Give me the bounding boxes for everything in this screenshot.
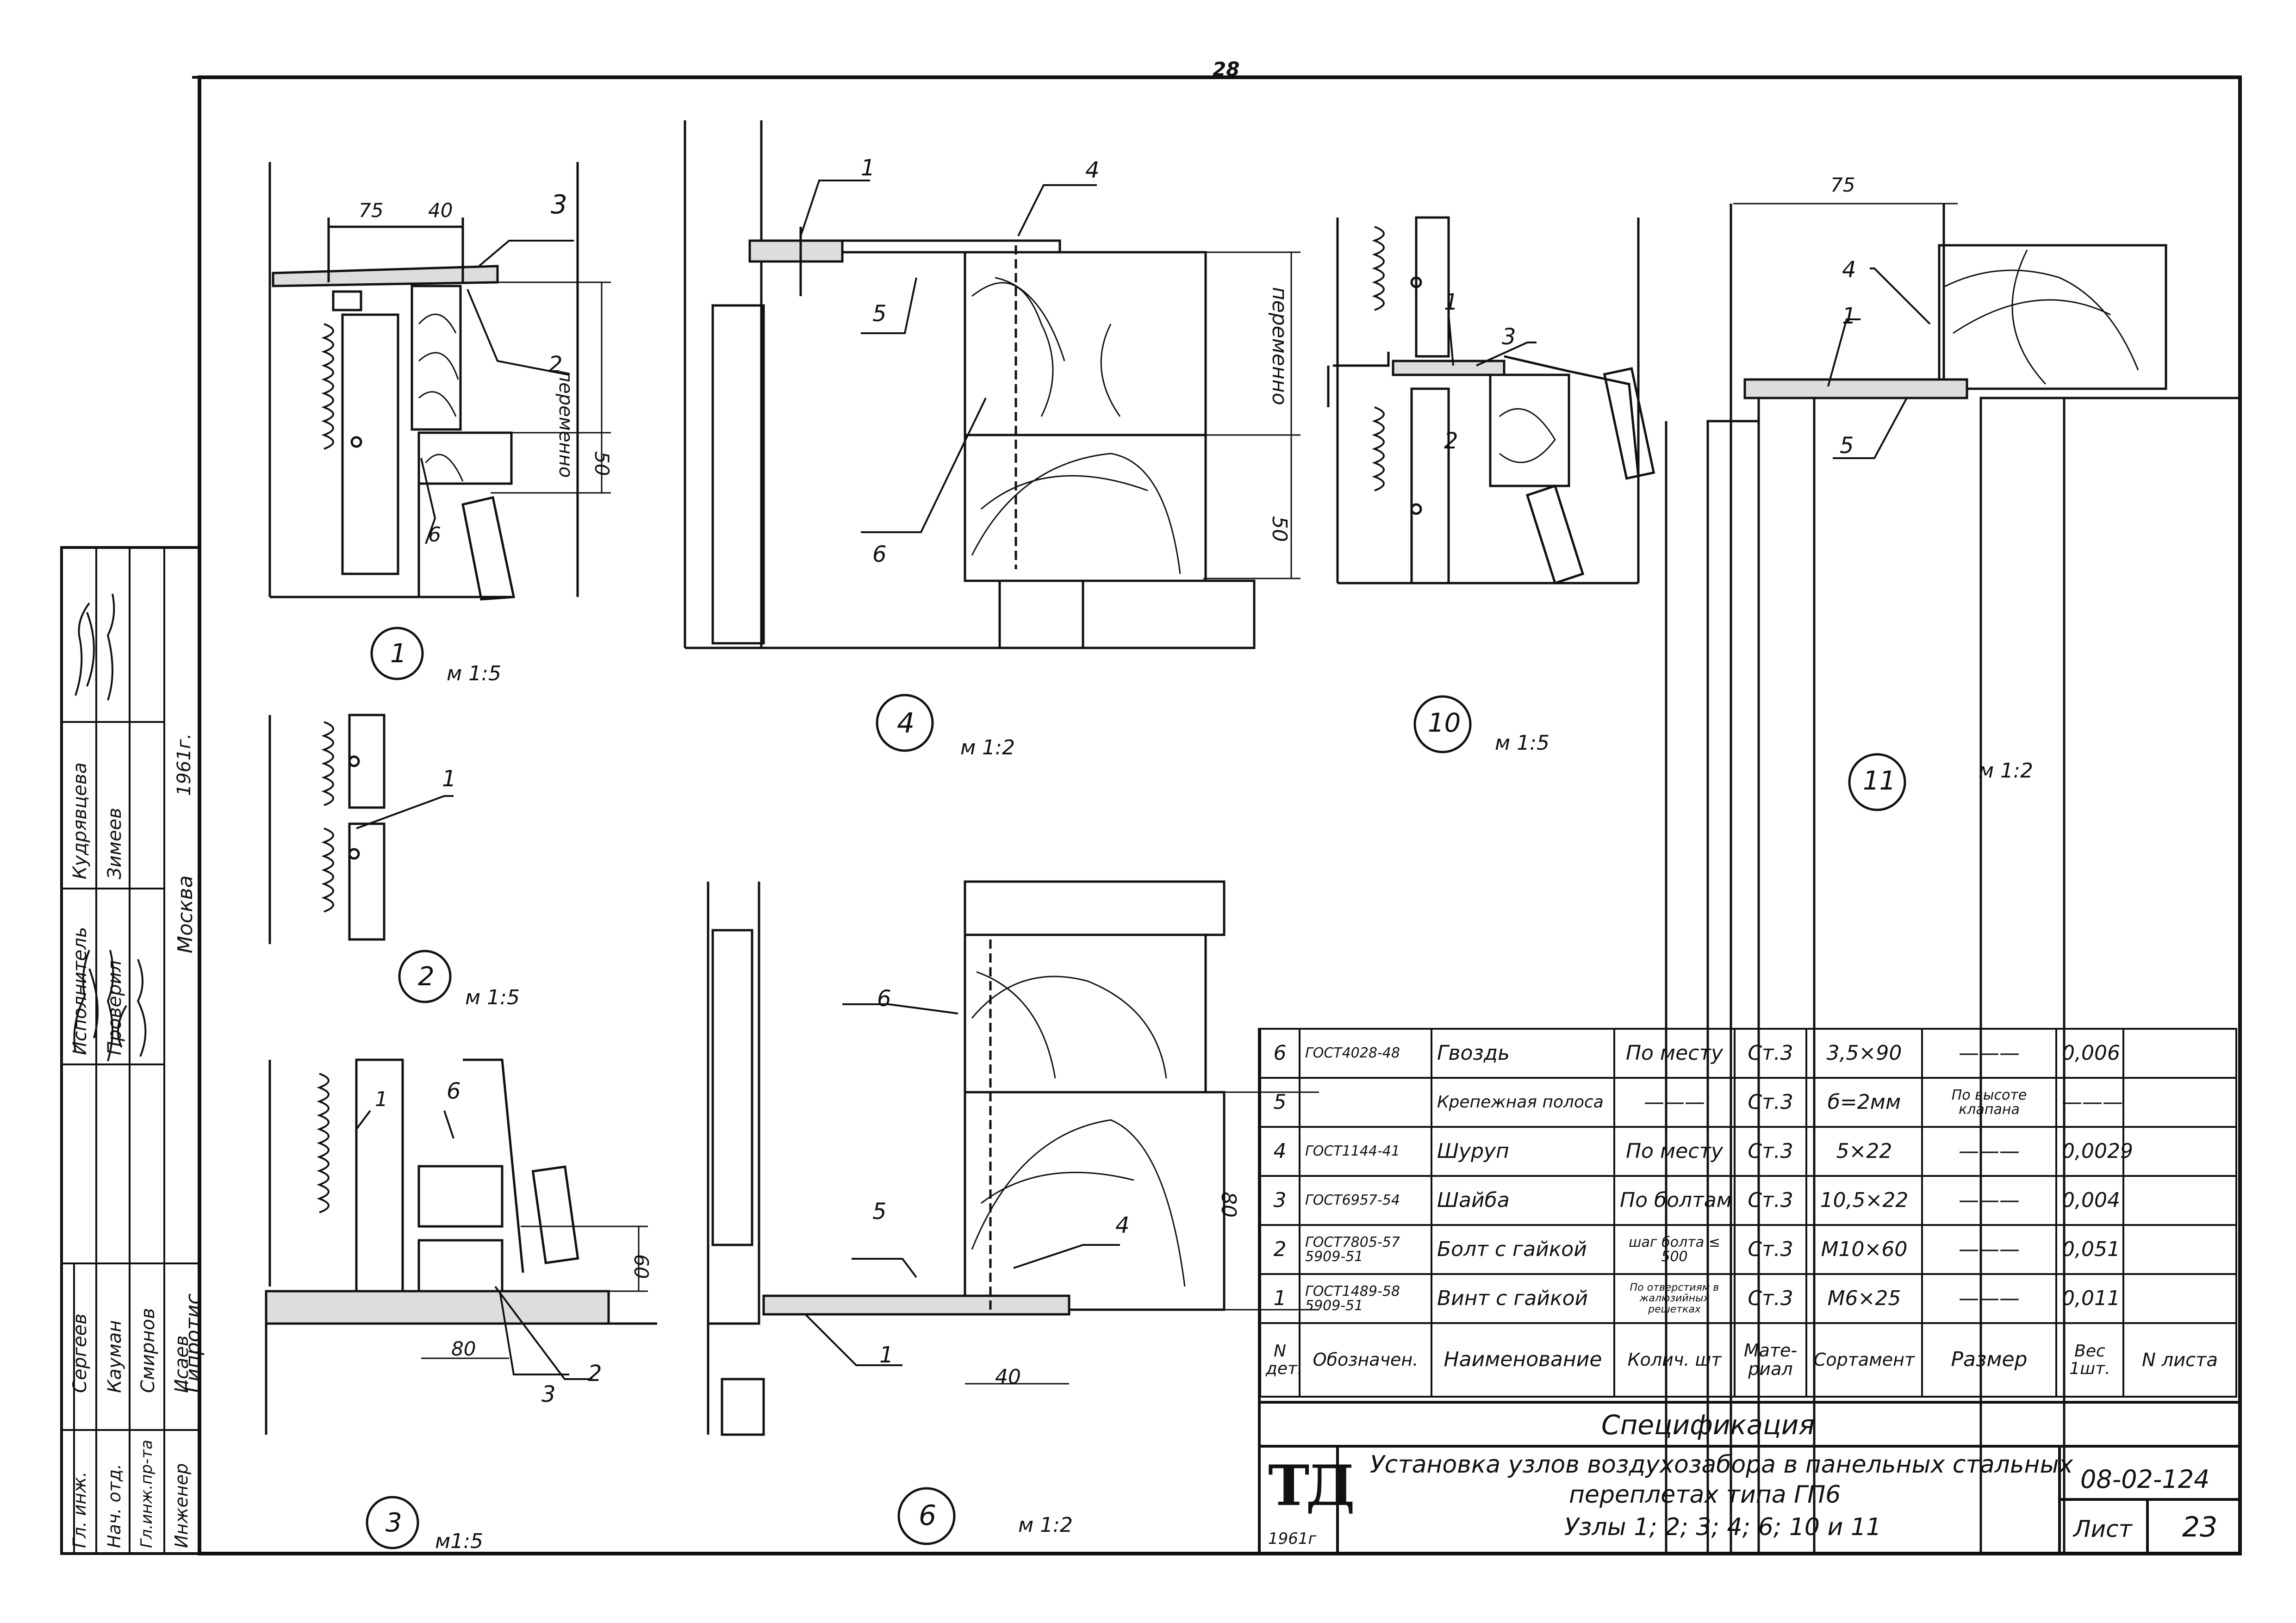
stamp-name-1: Сергеев bbox=[69, 1313, 91, 1393]
node-2-drawing bbox=[268, 714, 386, 944]
td-logo: ТД bbox=[1268, 1453, 1355, 1518]
node-6-drawing bbox=[707, 880, 1319, 1436]
callout-1-node11: 1 bbox=[1842, 303, 1856, 329]
node-1-label: 1 bbox=[390, 639, 407, 669]
drawing-code: 08-02-124 bbox=[2080, 1465, 2210, 1494]
node-4-marker bbox=[876, 694, 934, 752]
dim-80-node3: 80 bbox=[451, 1337, 476, 1360]
stamp-role-3: Гл.инж.пр-та bbox=[137, 1440, 156, 1548]
node-11-label: 11 bbox=[1863, 766, 1896, 796]
callout-3-node3: 3 bbox=[541, 1381, 556, 1407]
node-2-scale: м 1:5 bbox=[465, 986, 520, 1009]
callout-3-node1: 3 bbox=[551, 190, 567, 220]
node-1-marker bbox=[370, 627, 424, 680]
stamp-role-2: Нач. отд. bbox=[104, 1463, 124, 1548]
callout-2-node1: 2 bbox=[548, 352, 563, 378]
callout-5-node11: 5 bbox=[1840, 433, 1854, 459]
node-4-label: 4 bbox=[897, 707, 915, 740]
spec-row: 5 Крепежная полоса ——— Ст.3 б=2мм По выс… bbox=[1259, 1077, 2237, 1128]
node-6-marker bbox=[897, 1487, 956, 1545]
node-4-drawing bbox=[684, 120, 1300, 649]
callout-4-node6: 4 bbox=[1115, 1213, 1130, 1238]
callout-5-node6: 5 bbox=[872, 1199, 887, 1225]
dim-50-node1: 50 bbox=[591, 451, 613, 476]
node-10-scale: м 1:5 bbox=[1495, 731, 1549, 755]
td-year: 1961г bbox=[1268, 1530, 1317, 1548]
callout-5-node4: 5 bbox=[872, 301, 887, 327]
dim-75-node1: 75 bbox=[359, 199, 384, 222]
callout-1-node3: 1 bbox=[375, 1088, 388, 1111]
callout-2-node3: 2 bbox=[588, 1361, 602, 1387]
callout-3-node10: 3 bbox=[1502, 324, 1516, 350]
callout-4-node4: 4 bbox=[1085, 157, 1100, 183]
node-2-marker bbox=[398, 950, 452, 1003]
node-11-drawing bbox=[1665, 203, 2241, 1555]
stamp-role-4: Инженер bbox=[171, 1463, 192, 1548]
page-number: 28 bbox=[1213, 58, 1240, 81]
spec-title: Спецификация bbox=[1601, 1409, 1815, 1441]
node-3-marker bbox=[366, 1496, 419, 1549]
spec-row: 3 ГОСТ6957-54 Шайба По болтам Ст.3 10,5×… bbox=[1259, 1175, 2237, 1226]
node-4-scale: м 1:2 bbox=[960, 736, 1015, 759]
signature-marks bbox=[73, 593, 147, 1062]
node-2-label: 2 bbox=[418, 962, 435, 992]
node-1-drawing bbox=[268, 162, 611, 601]
node-10-marker bbox=[1413, 695, 1472, 753]
node-6-label: 6 bbox=[919, 1499, 937, 1532]
node-11-marker bbox=[1848, 753, 1906, 811]
callout-6-node1: 6 bbox=[428, 523, 441, 547]
callout-6-node6: 6 bbox=[877, 986, 891, 1012]
dim-variable-node1: переменно bbox=[555, 370, 576, 478]
title-line-1: Установка узлов воздухозабора в панельны… bbox=[1370, 1451, 2073, 1479]
sheet-label: Лист bbox=[2073, 1516, 2132, 1542]
node-3-label: 3 bbox=[386, 1508, 402, 1538]
callout-1-node2: 1 bbox=[442, 766, 456, 792]
stamp-city: Москва bbox=[174, 875, 197, 953]
node-3-scale: м1:5 bbox=[435, 1530, 484, 1553]
dim-60-node3: 60 bbox=[630, 1254, 653, 1279]
callout-1-node10: 1 bbox=[1444, 289, 1458, 315]
dim-75-node11: 75 bbox=[1830, 174, 1855, 196]
title-line-2: переплетах типа ГП6 bbox=[1569, 1481, 1841, 1509]
specification-table: 6 ГОСТ4028-48 Гвоздь По месту Ст.3 3,5×9… bbox=[1259, 1028, 2237, 1398]
callout-1-node4: 1 bbox=[861, 155, 875, 181]
callout-6-node3: 6 bbox=[447, 1078, 461, 1104]
spec-row: 6 ГОСТ4028-48 Гвоздь По месту Ст.3 3,5×9… bbox=[1259, 1028, 2237, 1079]
node-3-drawing bbox=[265, 1058, 657, 1435]
sheet-number: 23 bbox=[2182, 1511, 2218, 1543]
spec-row: 2 ГОСТ7805-57 5909-51 Болт с гайкой шаг … bbox=[1259, 1224, 2237, 1275]
callout-4-node11: 4 bbox=[1842, 257, 1856, 283]
dim-50-node4: 50 bbox=[1268, 516, 1291, 542]
spec-row: 4 ГОСТ1144-41 Шуруп По месту Ст.3 5×22 —… bbox=[1259, 1126, 2237, 1177]
callout-1-node6: 1 bbox=[879, 1342, 894, 1368]
node-1-scale: м 1:5 bbox=[447, 662, 501, 685]
callout-6-node4: 6 bbox=[872, 541, 887, 567]
title-line-3: Узлы 1; 2; 3; 4; 6; 10 и 11 bbox=[1564, 1513, 1882, 1541]
node-10-label: 10 bbox=[1428, 708, 1461, 738]
node-6-scale: м 1:2 bbox=[1018, 1513, 1073, 1537]
spec-row: 1 ГОСТ1489-58 5909-51 Винт с гайкой По о… bbox=[1259, 1273, 2237, 1324]
callout-2-node10: 2 bbox=[1444, 428, 1458, 454]
dim-variable-node4: переменно bbox=[1268, 287, 1291, 405]
stamp-name-3: Смирнов bbox=[137, 1308, 159, 1393]
node-11-scale: м 1:2 bbox=[1979, 759, 2033, 783]
dim-80-node6: 80 bbox=[1217, 1192, 1240, 1218]
dim-40-node1: 40 bbox=[428, 199, 453, 222]
stamp-year: 1961г. bbox=[174, 733, 195, 796]
dim-40-node6: 40 bbox=[995, 1365, 1021, 1389]
node-10-drawing bbox=[1327, 216, 1655, 585]
stamp-role-1: Гл. инж. bbox=[69, 1471, 90, 1548]
stamp-name-2: Кауман bbox=[104, 1320, 125, 1393]
stamp-org: Гипротис bbox=[181, 1293, 205, 1393]
spec-header-row: N дет. Обозначен. Наименование Колич. шт… bbox=[1259, 1322, 2237, 1398]
